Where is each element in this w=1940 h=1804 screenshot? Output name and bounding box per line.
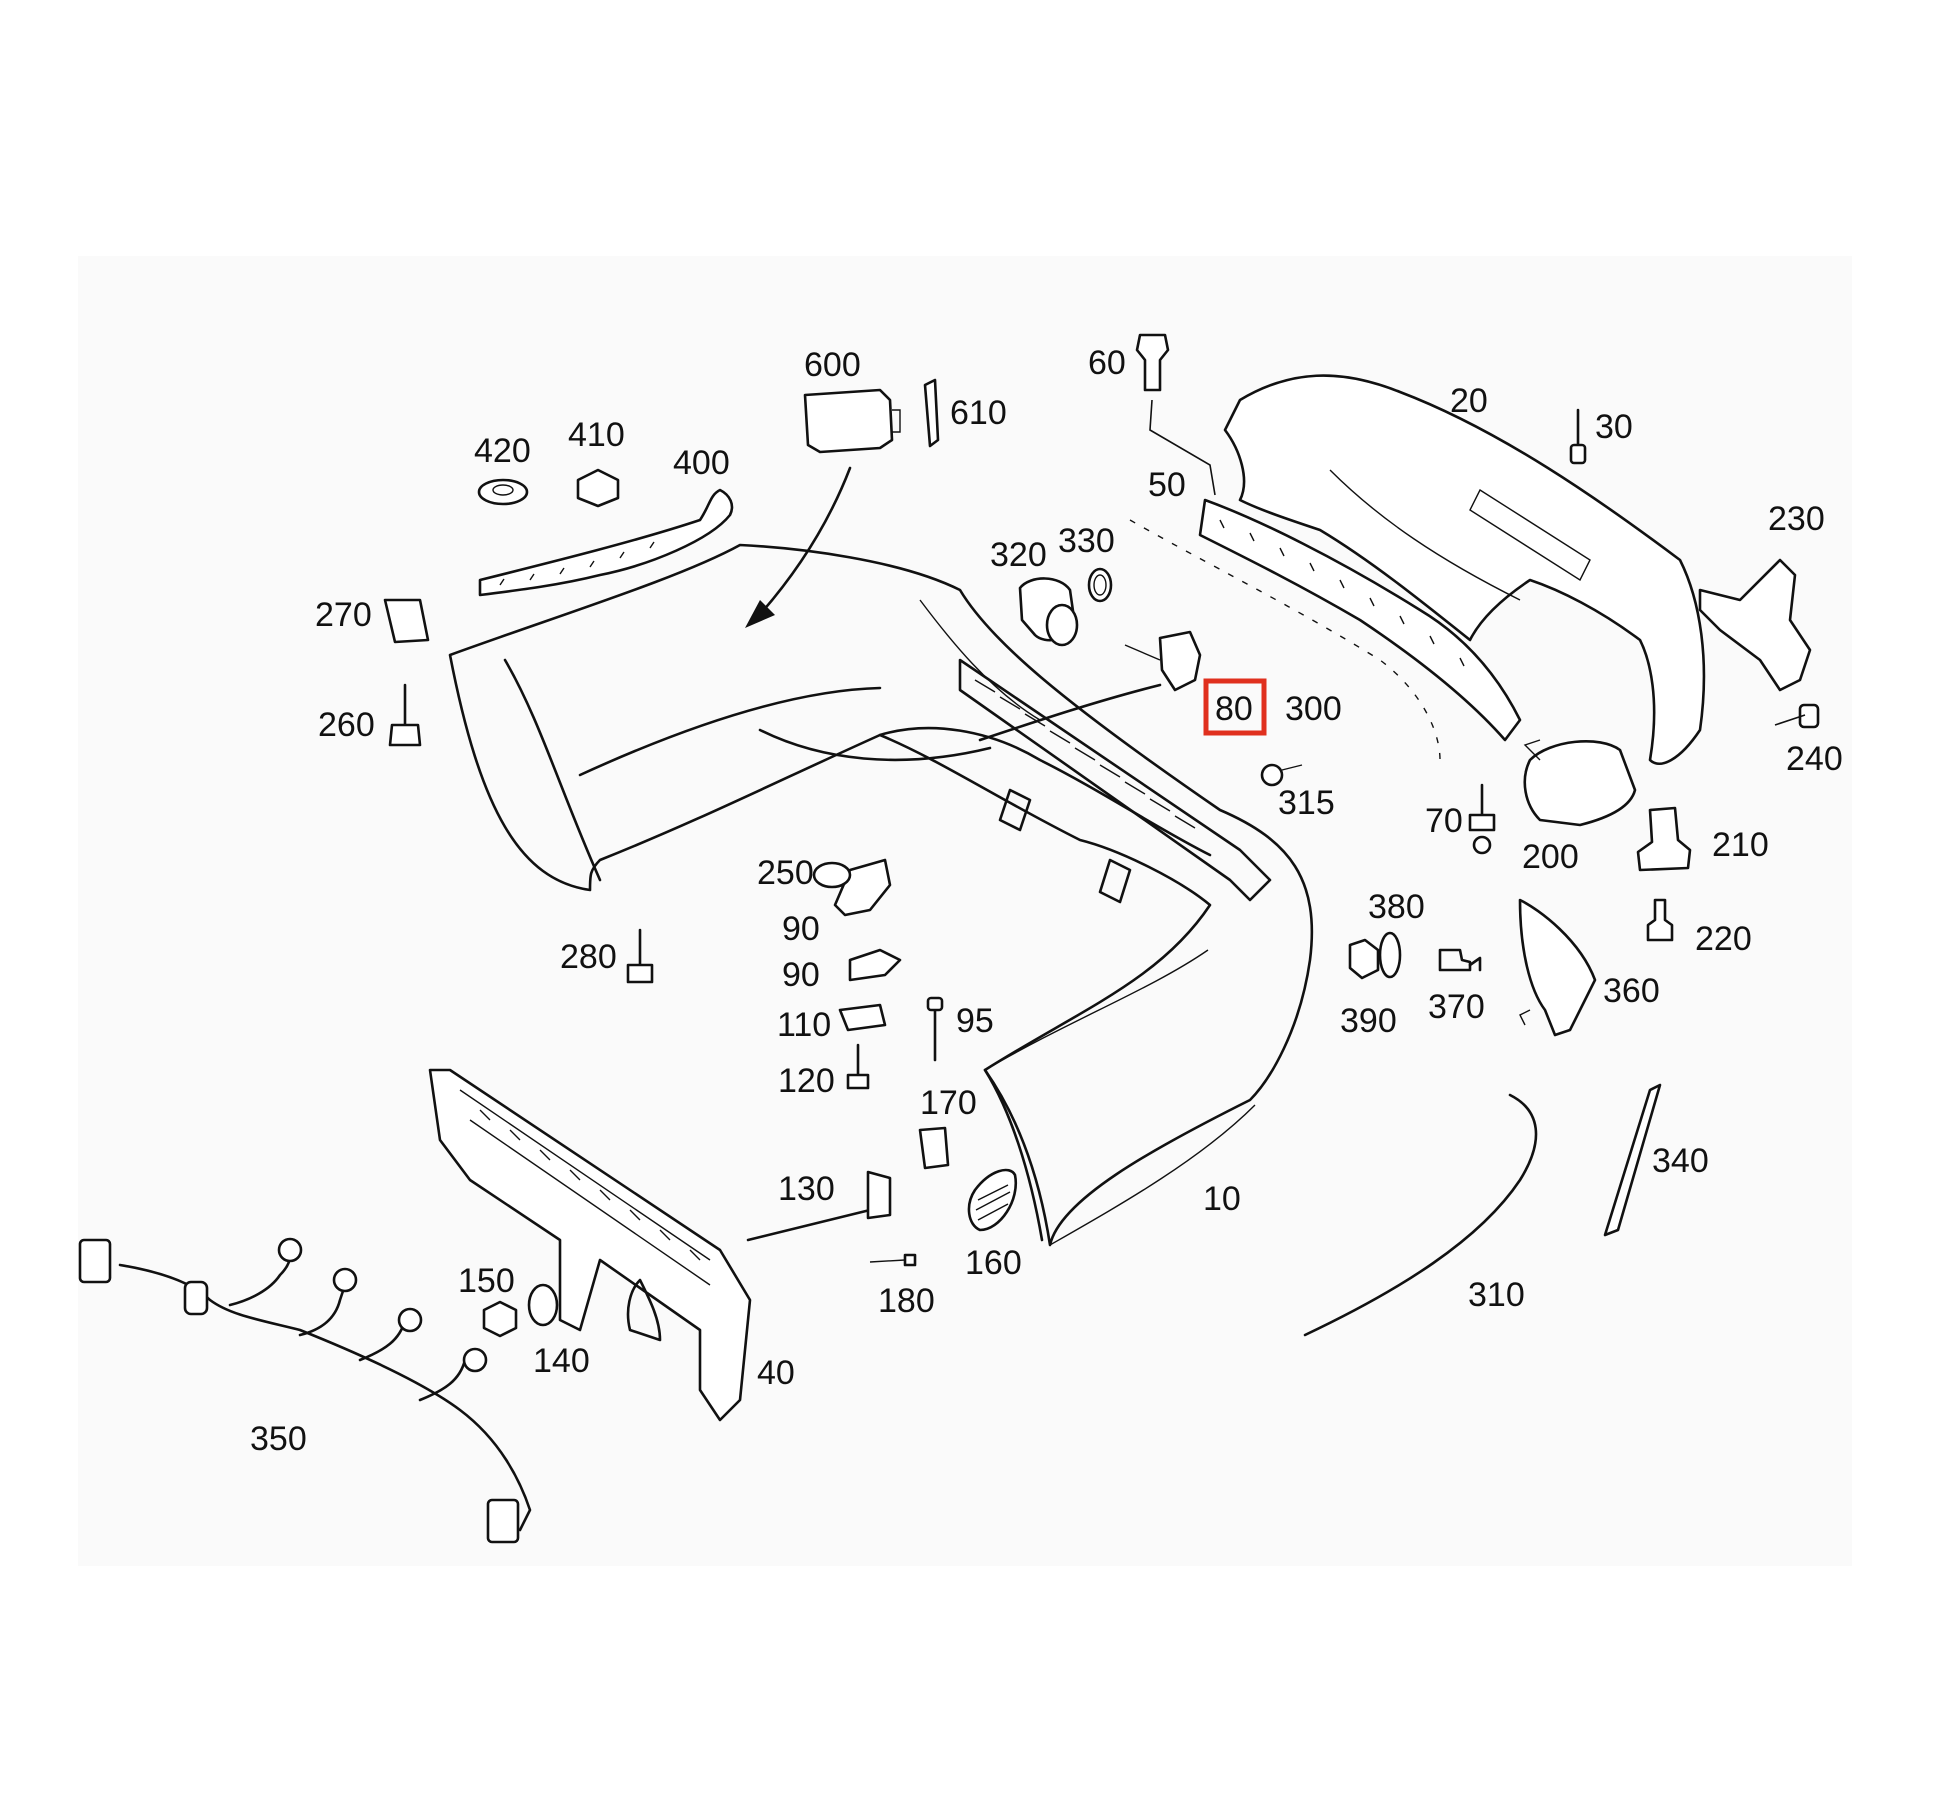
label-400: 400	[673, 444, 730, 482]
part-70-screw	[1468, 783, 1496, 855]
label-330: 330	[1058, 522, 1115, 560]
part-410-nut	[576, 468, 620, 508]
label-90-a: 90	[782, 910, 820, 948]
label-90-b: 90	[782, 956, 820, 994]
part-420-washer	[477, 478, 529, 506]
part-230-side-bracket	[1698, 558, 1812, 692]
part-400-side-bracket	[478, 488, 734, 597]
label-60: 60	[1088, 344, 1126, 382]
part-300-seal-strip	[1129, 519, 1441, 761]
label-320: 320	[990, 536, 1047, 574]
part-370-bolt	[1438, 948, 1482, 972]
label-200: 200	[1522, 838, 1579, 876]
part-280-bolt	[626, 928, 654, 984]
part-315-screw	[1260, 763, 1303, 787]
label-350: 350	[250, 1420, 307, 1458]
label-370: 370	[1428, 988, 1485, 1026]
part-50-trim-strip	[1198, 498, 1522, 742]
label-315: 315	[1278, 784, 1335, 822]
label-270: 270	[315, 596, 372, 634]
label-230: 230	[1768, 500, 1825, 538]
label-410: 410	[568, 416, 625, 454]
module-arrow-head	[745, 600, 775, 628]
label-340: 340	[1652, 1142, 1709, 1180]
label-30: 30	[1595, 408, 1633, 446]
part-150-nut	[482, 1300, 518, 1338]
label-260: 260	[318, 706, 375, 744]
label-210: 210	[1712, 826, 1769, 864]
label-380: 380	[1368, 888, 1425, 926]
part-130-tow-eye	[746, 1170, 892, 1242]
highlight-box-part-80	[1203, 678, 1267, 736]
label-130: 130	[778, 1170, 835, 1208]
part-600-control-module	[803, 388, 901, 454]
label-20: 20	[1450, 382, 1488, 420]
bumper-inner-rail	[878, 658, 1272, 904]
part-95-pin	[926, 996, 944, 1062]
label-160: 160	[965, 1244, 1022, 1282]
label-280: 280	[560, 938, 617, 976]
label-220: 220	[1695, 920, 1752, 958]
part-340-reflector	[1603, 1083, 1662, 1237]
label-170: 170	[920, 1084, 977, 1122]
label-50: 50	[1148, 466, 1186, 504]
label-95: 95	[956, 1002, 994, 1040]
label-150: 150	[458, 1262, 515, 1300]
part-80-sensor-holder	[978, 630, 1202, 742]
part-220-screw	[1646, 898, 1674, 942]
part-250-clip	[812, 861, 852, 889]
part-110-clip	[838, 1003, 887, 1032]
label-600: 600	[804, 346, 861, 384]
label-120: 120	[778, 1062, 835, 1100]
label-610: 610	[950, 394, 1007, 432]
part-320-parking-sensor	[1018, 577, 1079, 647]
part-170-clip	[918, 1126, 950, 1170]
label-10: 10	[1203, 1180, 1241, 1218]
part-180-pin	[869, 1253, 917, 1267]
label-110: 110	[777, 1006, 831, 1044]
label-80: 80	[1215, 690, 1253, 728]
part-200-exhaust-tip	[1523, 739, 1637, 827]
part-380-washer	[1378, 931, 1402, 979]
part-270-clip	[383, 598, 430, 644]
label-310: 310	[1468, 1276, 1525, 1314]
part-40-impact-carrier	[428, 1068, 752, 1422]
part-350-wiring-harness	[78, 1237, 532, 1544]
label-70: 70	[1425, 802, 1463, 840]
part-330-sensor-ring	[1087, 567, 1113, 603]
label-420: 420	[474, 432, 531, 470]
part-390-nut	[1348, 938, 1380, 980]
label-40: 40	[757, 1354, 795, 1392]
part-20-rear-diffuser	[1223, 374, 1706, 766]
part-60-clip	[1135, 333, 1170, 392]
label-240: 240	[1786, 740, 1843, 778]
leader-240	[1774, 714, 1806, 726]
label-180: 180	[878, 1282, 935, 1320]
part-260-screw	[388, 683, 422, 747]
label-300: 300	[1285, 690, 1342, 728]
part-310-trim-wire	[1303, 1093, 1538, 1337]
module-arrow	[753, 466, 852, 622]
label-250: 250	[757, 854, 814, 892]
part-210-holder	[1636, 806, 1692, 872]
label-360: 360	[1603, 972, 1660, 1010]
part-140-washer	[527, 1283, 559, 1327]
part-120-screw	[846, 1043, 870, 1090]
label-390: 390	[1340, 1002, 1397, 1040]
leader-60	[1149, 399, 1216, 496]
label-140: 140	[533, 1342, 590, 1380]
part-30-pin	[1569, 408, 1587, 465]
part-labels: 10 20 30 40 50 60 70 80 90 90 95 110 120…	[250, 344, 1843, 1458]
part-360-lamp-bracket	[1518, 898, 1597, 1037]
part-160-grille-insert	[967, 1168, 1018, 1232]
part-10-bumper-cover	[448, 543, 1314, 1247]
part-610-module-clip	[923, 378, 940, 448]
